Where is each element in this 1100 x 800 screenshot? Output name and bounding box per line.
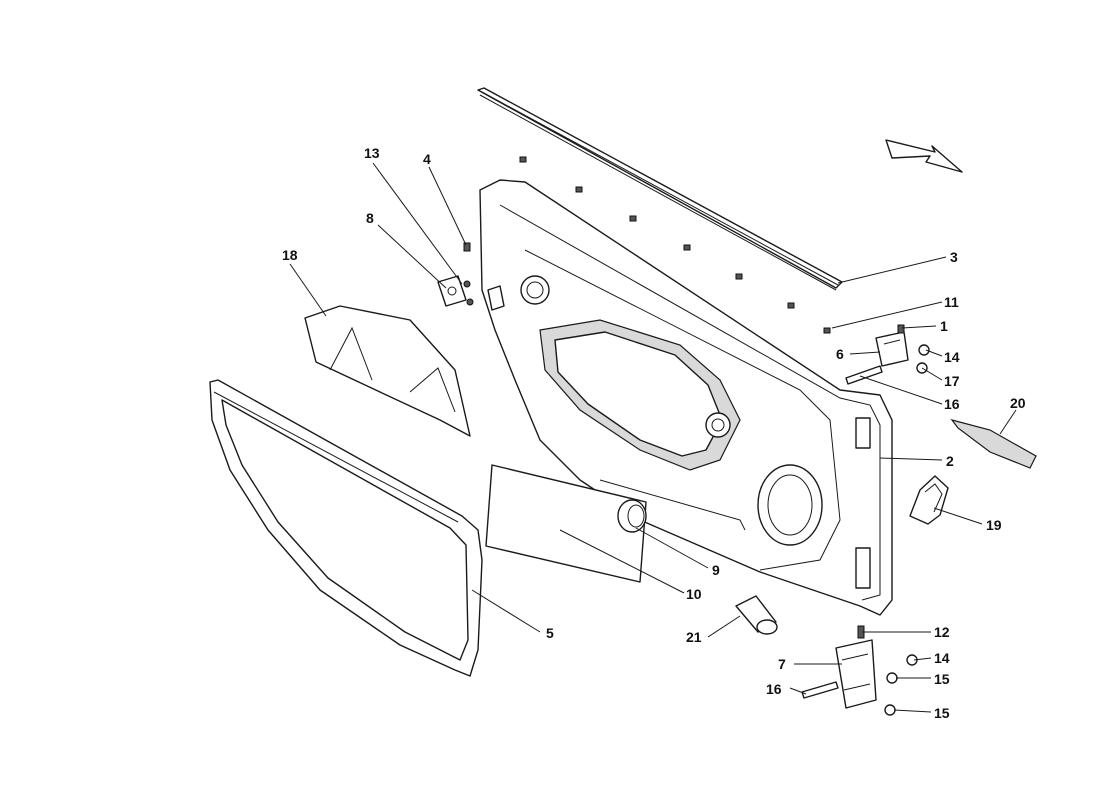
insulation-sheet [485, 464, 647, 583]
callout-19: 19 [986, 517, 1002, 533]
callout-2: 2 [946, 453, 954, 469]
exterior-handle [950, 418, 1037, 469]
door-inner-panel [479, 179, 893, 616]
callout-7: 7 [778, 656, 786, 672]
callout-15b: 15 [934, 705, 950, 721]
callout-14b: 14 [934, 650, 950, 666]
callout-5: 5 [546, 625, 554, 641]
callout-16a: 16 [944, 396, 960, 412]
direction-arrow-icon [885, 139, 963, 173]
leader-lines [289, 162, 1017, 713]
callout-13: 13 [364, 145, 380, 161]
callout-3: 3 [950, 249, 958, 265]
callouts: 1 2 3 4 5 6 7 8 9 10 11 12 13 14 14 15 1… [282, 145, 1026, 721]
screw-4 [463, 242, 471, 252]
callout-21: 21 [686, 629, 702, 645]
check-strap-bracket [437, 275, 474, 307]
trim-clips [519, 156, 831, 334]
callout-1: 1 [940, 318, 948, 334]
callout-12: 12 [934, 624, 950, 640]
door-cable [909, 475, 949, 525]
callout-8: 8 [366, 210, 374, 226]
callout-6: 6 [836, 346, 844, 362]
callout-4: 4 [423, 151, 431, 167]
callout-16b: 16 [766, 681, 782, 697]
round-plug [617, 499, 647, 533]
callout-14a: 14 [944, 349, 960, 365]
trim-cover [304, 305, 471, 437]
callout-17: 17 [944, 373, 960, 389]
callout-20: 20 [1010, 395, 1026, 411]
callout-11: 11 [944, 294, 959, 310]
lower-hinge [801, 625, 918, 716]
rubber-sleeve [735, 595, 778, 635]
callout-9: 9 [712, 562, 720, 578]
window-belt-strip [477, 87, 843, 291]
callout-18: 18 [282, 247, 298, 263]
callout-15a: 15 [934, 671, 950, 687]
callout-10: 10 [686, 586, 702, 602]
door-seal [209, 379, 483, 677]
upper-hinge [845, 324, 930, 385]
